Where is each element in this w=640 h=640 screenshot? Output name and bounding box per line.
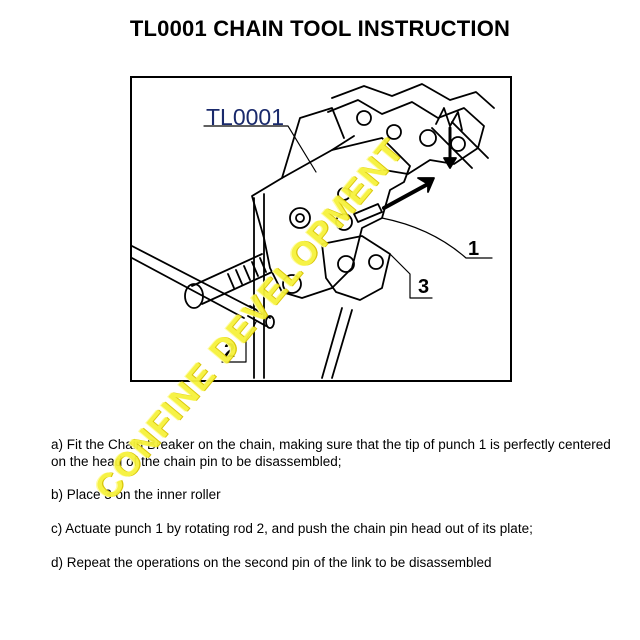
- callout-3: 3: [418, 276, 430, 298]
- document-title: TL0001 CHAIN TOOL INSTRUCTION: [129, 16, 511, 41]
- step-c: c) Actuate punch 1 by rotating rod 2, an…: [51, 521, 533, 536]
- chain-tool-drawing: [132, 83, 495, 379]
- callout-2: 2: [224, 340, 236, 362]
- step-b: b) Place 3 on the inner roller: [51, 487, 221, 502]
- tool-model-label: TL0001: [206, 104, 285, 130]
- step-d: d) Repeat the operations on the second p…: [51, 555, 492, 570]
- callout-1: 1: [468, 238, 480, 260]
- tool-illustration: TL0001 1 2 3: [130, 76, 512, 382]
- step-a: a) Fit the Chain Breaker on the chain, m…: [51, 437, 611, 469]
